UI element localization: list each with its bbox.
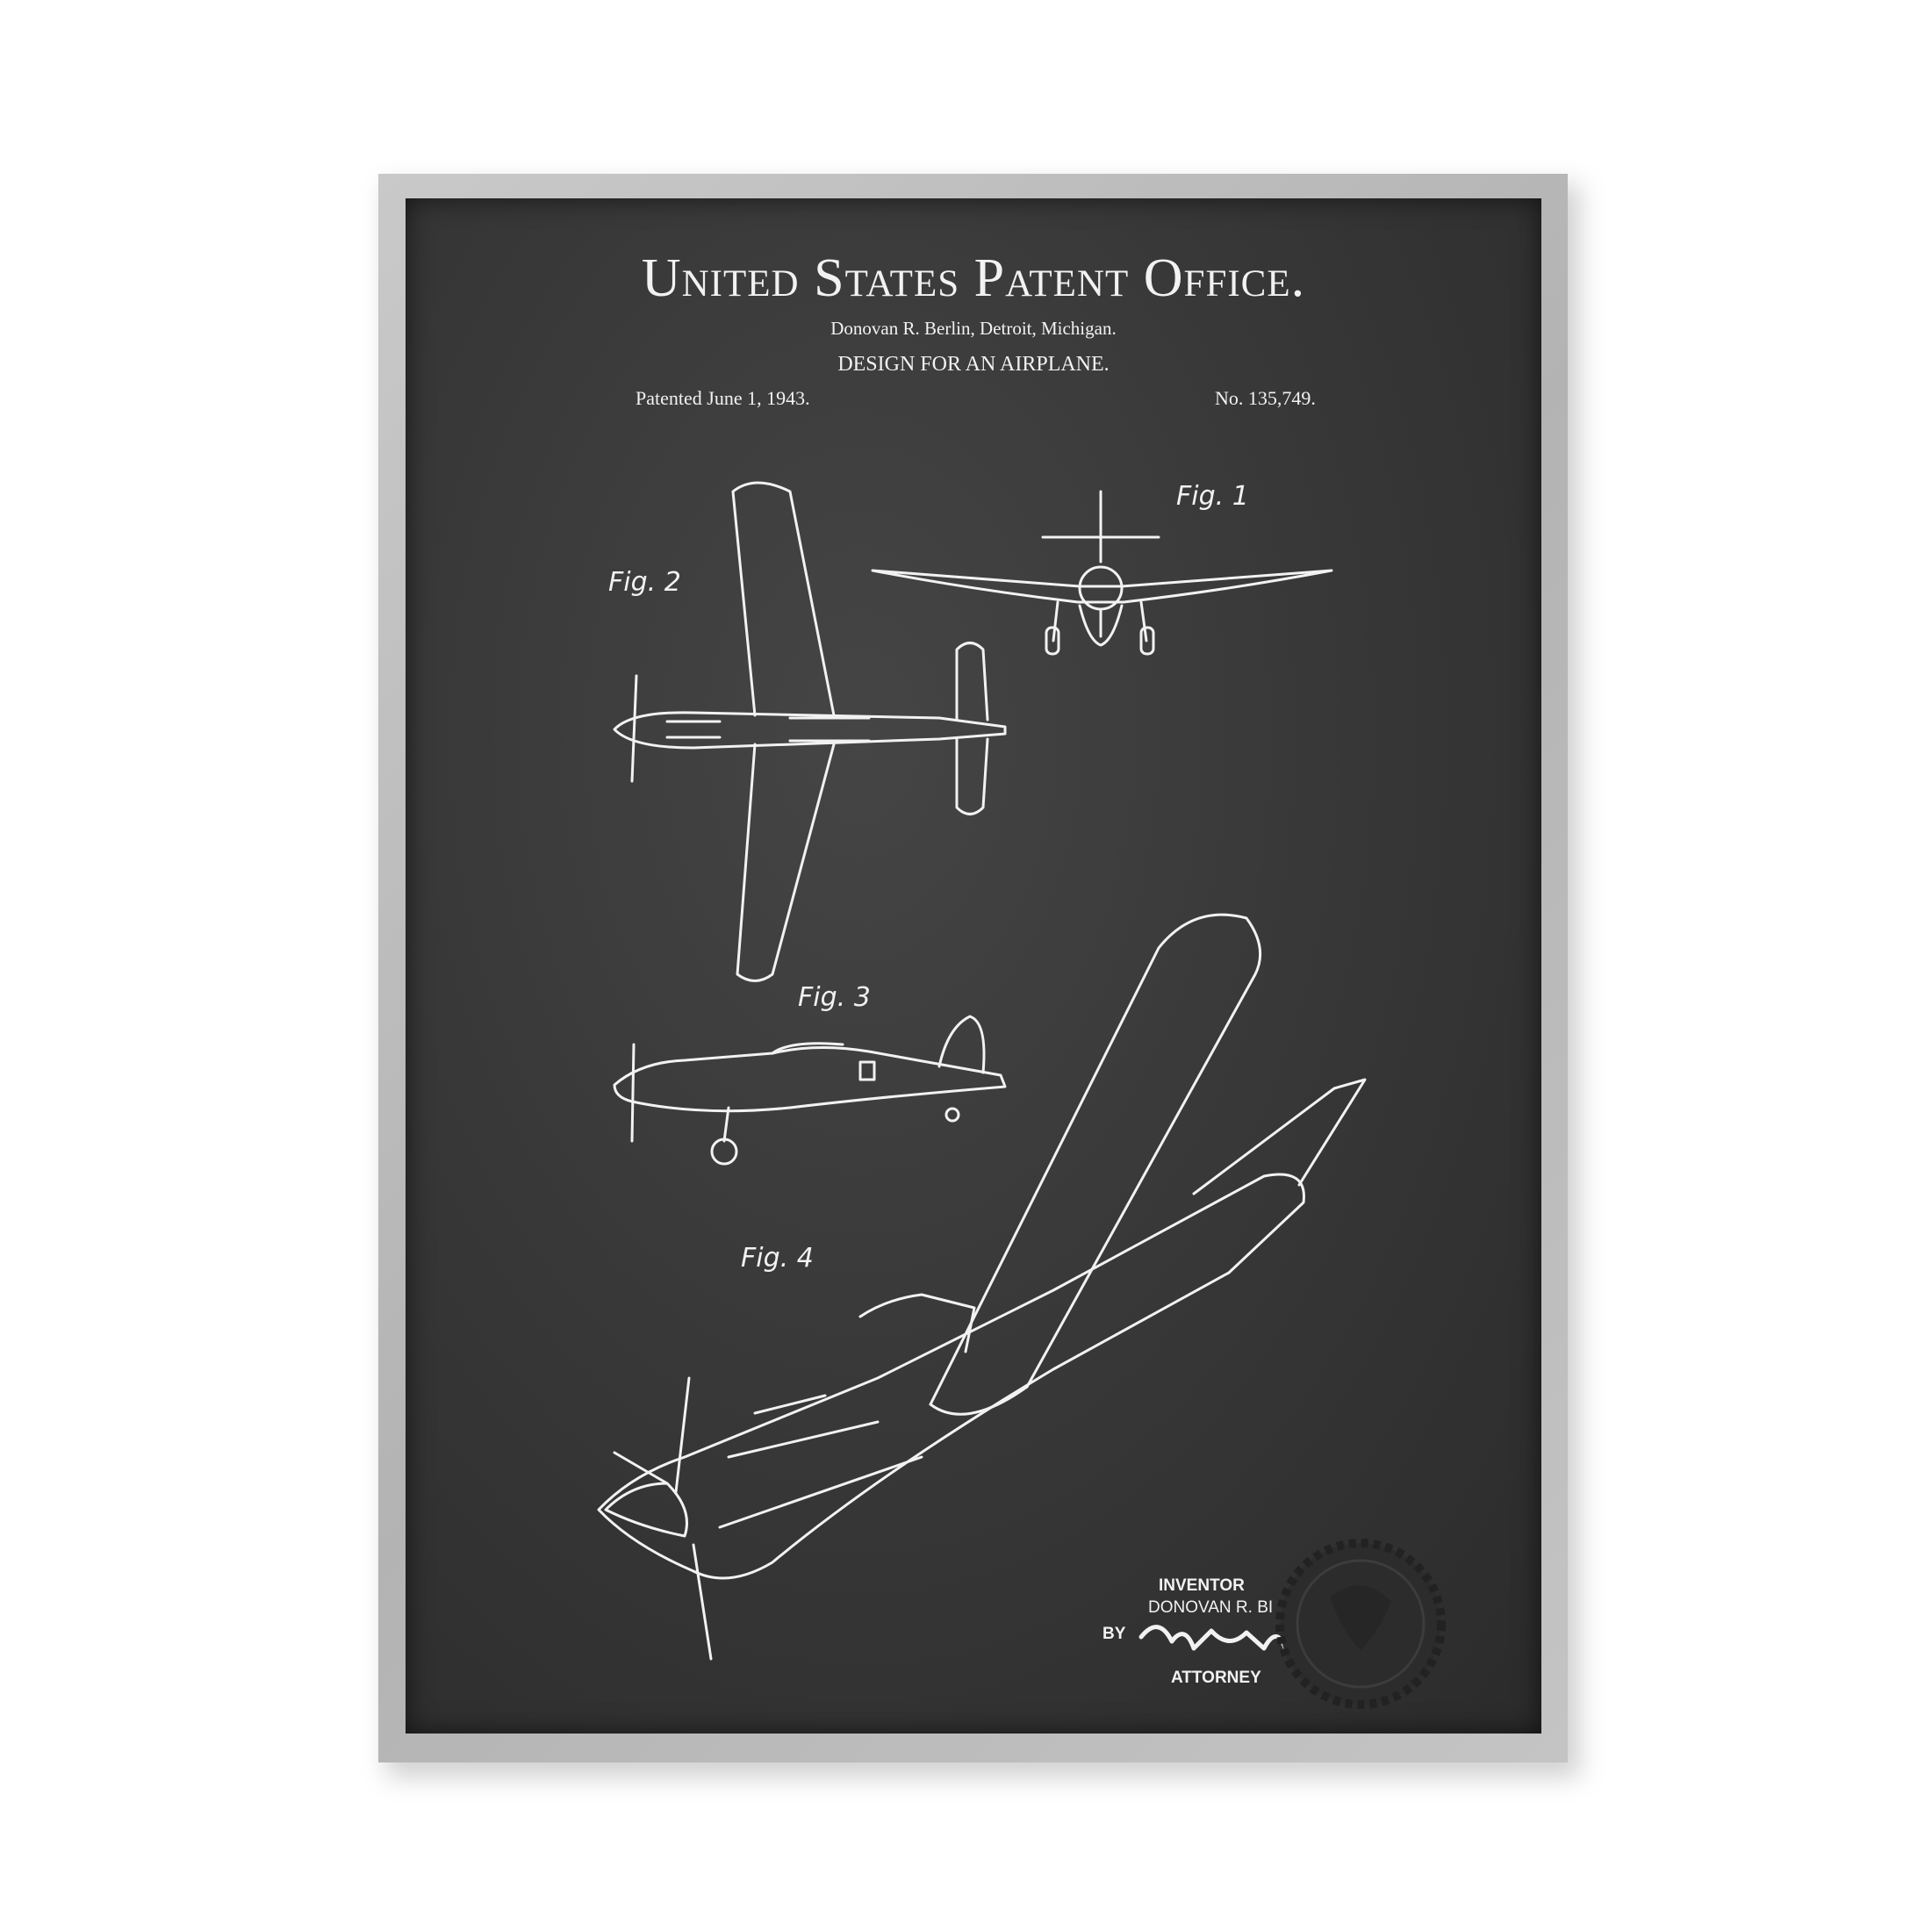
patent-print: United States Patent Office. Donovan R. … bbox=[406, 198, 1541, 1734]
by-label: BY bbox=[1102, 1625, 1126, 1643]
fig-1-label: Fig. 1 bbox=[1176, 481, 1249, 512]
fig-3-side-view-drawing bbox=[613, 1015, 1007, 1166]
design-title: DESIGN FOR AN AIRPLANE. bbox=[837, 353, 1110, 376]
patent-number: No. 135,749. bbox=[1215, 387, 1316, 409]
inventor-line: Donovan R. Berlin, Detroit, Michigan. bbox=[830, 318, 1117, 339]
fig-4-label: Fig. 4 bbox=[741, 1243, 814, 1274]
inventor-label: INVENTOR bbox=[1159, 1576, 1245, 1595]
fig-3-label: Fig. 3 bbox=[798, 982, 871, 1013]
inventor-name: DONOVAN R. BI bbox=[1148, 1598, 1274, 1617]
patented-date: Patented June 1, 1943. bbox=[636, 387, 810, 409]
fig-1-front-view-drawing bbox=[871, 490, 1333, 656]
fig-2-label: Fig. 2 bbox=[608, 567, 681, 598]
patent-office-title: United States Patent Office. bbox=[641, 248, 1306, 308]
embossed-seal bbox=[1275, 1539, 1446, 1709]
attorney-signature bbox=[1138, 1625, 1289, 1653]
attorney-label: ATTORNEY bbox=[1171, 1669, 1261, 1687]
fig-2-top-view-drawing bbox=[613, 481, 1007, 982]
fig-4-perspective-drawing bbox=[597, 913, 1367, 1661]
